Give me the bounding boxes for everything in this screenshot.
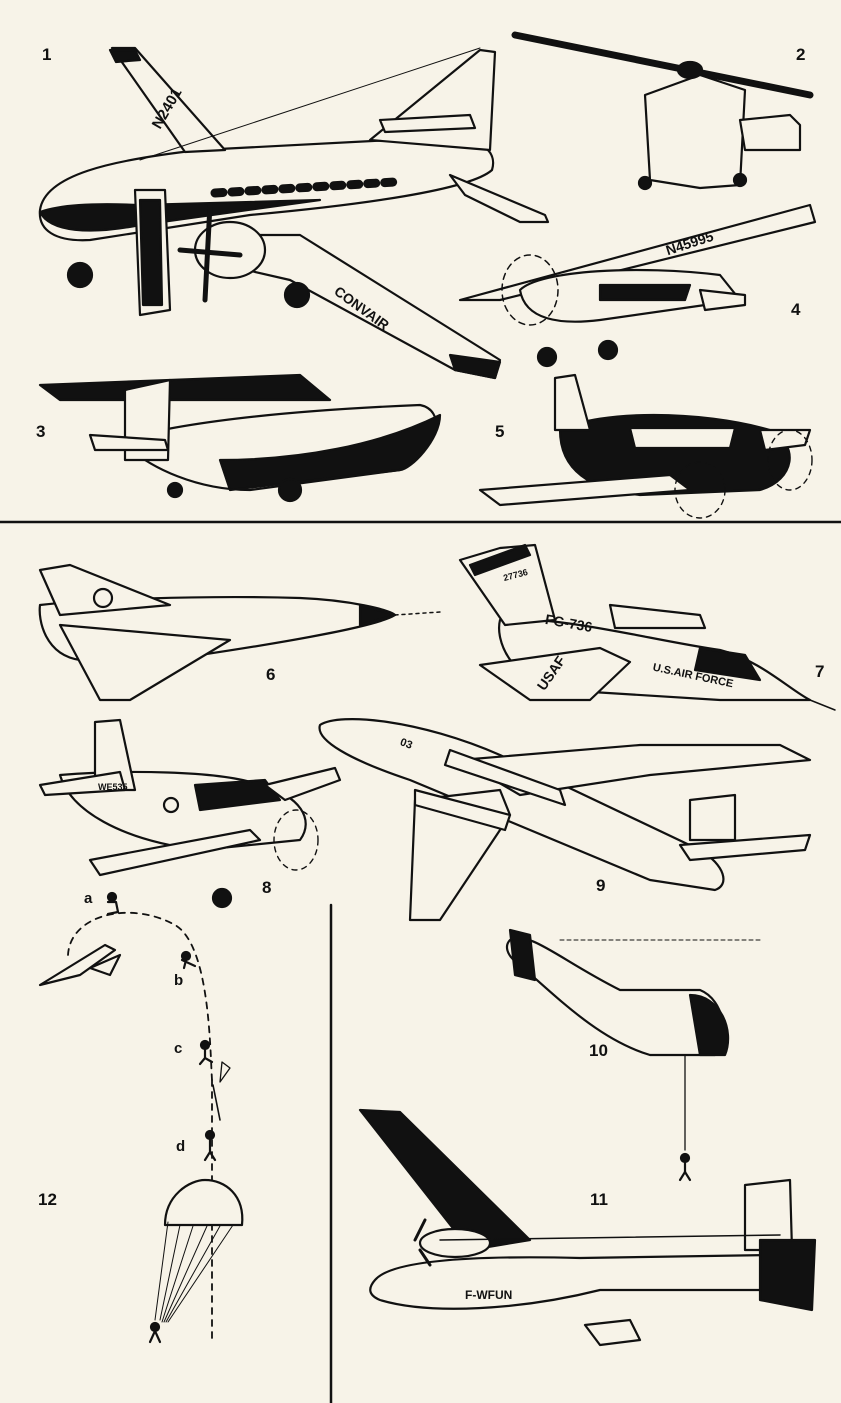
figure-number: 9: [596, 876, 606, 895]
cessna-aircraft: [458, 203, 817, 368]
sequence-letter: b: [174, 972, 184, 989]
figure-number: 3: [36, 422, 46, 441]
figure-number: 5: [495, 422, 505, 441]
figure-number: 8: [262, 878, 272, 897]
small-helicopter: [511, 31, 814, 191]
figure-number: 11: [590, 1190, 608, 1209]
trainer-serial-marking: WE535: [98, 782, 128, 792]
rescued-person-figure: [678, 1152, 692, 1182]
canberra-bomber: [318, 718, 812, 922]
figure-number: 2: [796, 45, 806, 64]
ejection-sequence: [38, 891, 244, 1344]
figure-number: 12: [38, 1190, 57, 1209]
noratlas-transport: [358, 1108, 817, 1347]
sequence-letter: d: [176, 1138, 186, 1155]
twin-engine-aircraft: [478, 373, 813, 519]
sequence-letter: c: [174, 1040, 183, 1057]
delta-wing-fighter: [38, 563, 441, 702]
figure-number: 6: [266, 665, 276, 684]
pilot-figure: [106, 891, 231, 1162]
f86-jet-fighter: [458, 543, 836, 711]
sequence-letter: a: [84, 890, 93, 907]
propeller-trainer: [38, 718, 342, 909]
amphibian-aircraft: [38, 373, 442, 503]
figure-number: 10: [589, 1041, 608, 1060]
noratlas-fuselage-marking: F-WFUN: [465, 1288, 513, 1302]
figure-number: 7: [815, 662, 825, 681]
figure-number: 4: [791, 300, 801, 319]
rescue-helicopter: [505, 928, 761, 1182]
parachute-figure: [148, 1178, 244, 1344]
figure-number: 1: [42, 45, 52, 64]
convair-airliner: [38, 46, 550, 380]
